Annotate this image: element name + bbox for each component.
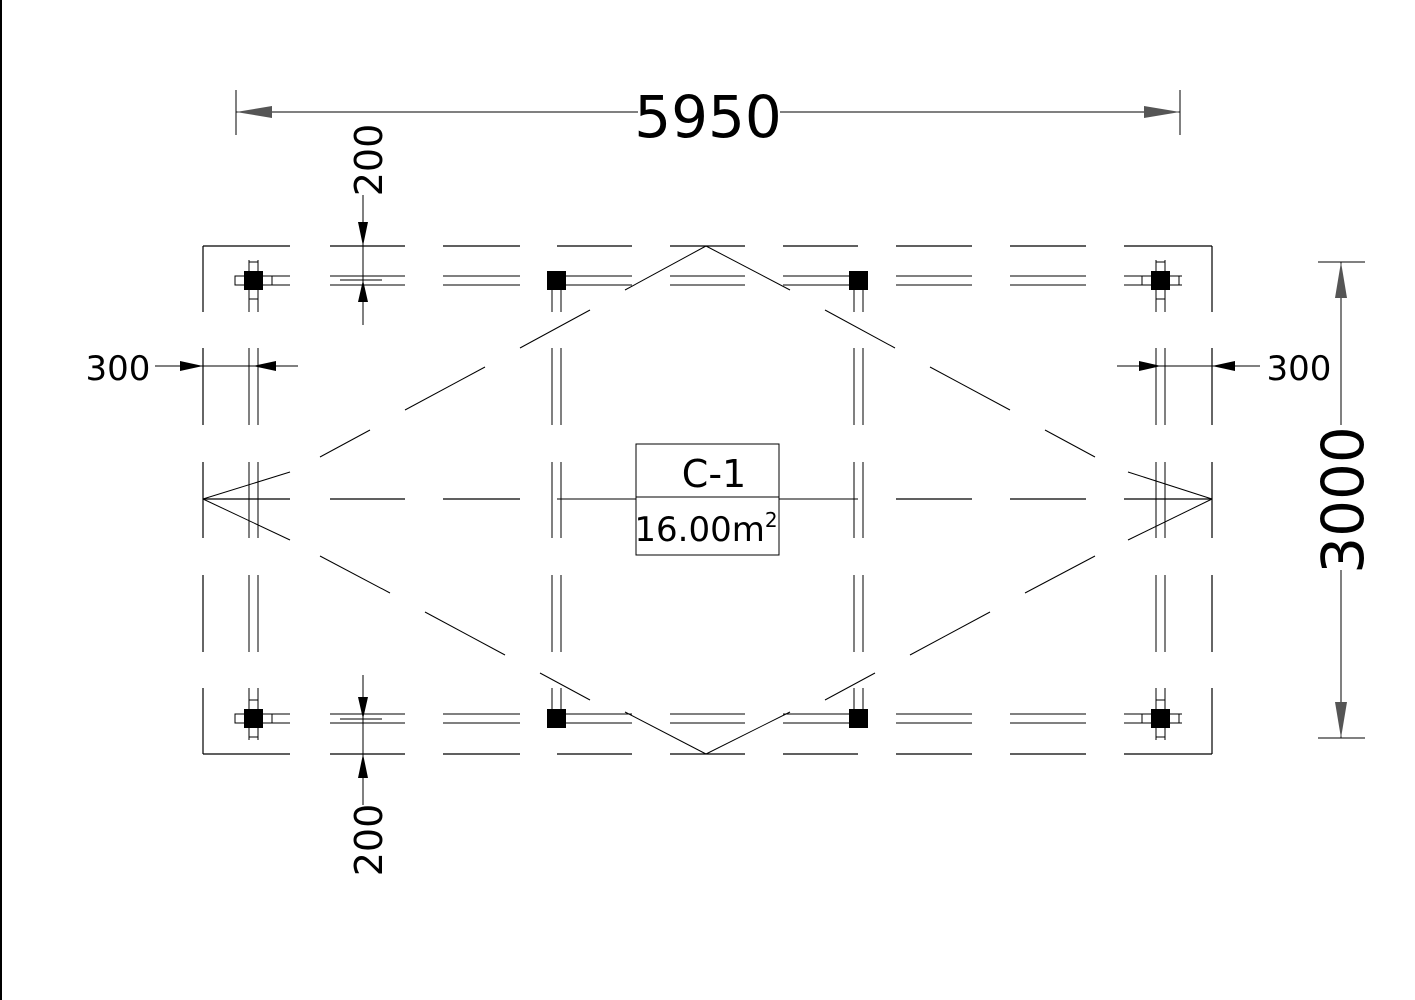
- right-offset-label: 300: [1267, 349, 1332, 389]
- post-top-3: [849, 271, 868, 290]
- overall-width-dimension: 3000: [1309, 261, 1377, 739]
- overall-length-label: 5950: [634, 83, 782, 151]
- bottom-offset-label: 200: [347, 804, 391, 877]
- overall-width-label: 3000: [1309, 426, 1377, 574]
- posts: [234, 261, 1180, 738]
- bottom-offset-dimension: 200: [340, 675, 391, 876]
- post-bottom-3: [849, 709, 868, 728]
- post-bottom-2: [547, 709, 566, 728]
- hip-lines: [202, 245, 1213, 755]
- left-offset-label: 300: [86, 349, 151, 389]
- room-code: C-1: [682, 452, 746, 496]
- top-offset-dimension: 200: [340, 124, 391, 325]
- post-bottom-4: [1141, 699, 1180, 738]
- post-bottom-1: [234, 699, 273, 738]
- room-area: 16.00m2: [634, 508, 777, 550]
- top-offset-label: 200: [347, 124, 391, 197]
- post-top-2: [547, 271, 566, 290]
- post-top-1: [234, 261, 273, 300]
- post-top-4: [1141, 261, 1180, 300]
- right-offset-dimension: 300: [1117, 349, 1331, 389]
- overall-length-dimension: 5950: [235, 83, 1181, 151]
- left-offset-dimension: 300: [86, 349, 298, 389]
- room-tag: C-1 16.00m2: [634, 443, 780, 556]
